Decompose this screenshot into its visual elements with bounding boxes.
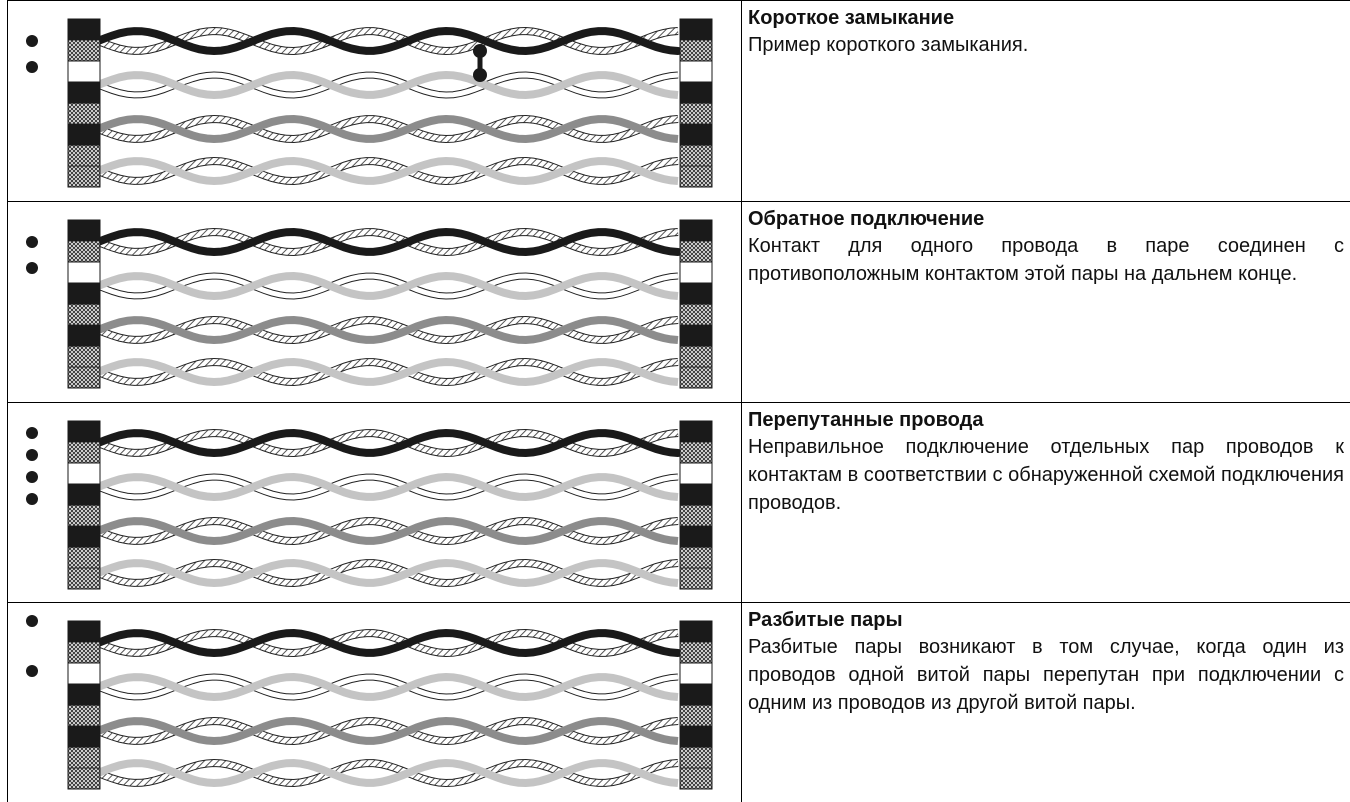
fault-description: Пример короткого замыкания.	[748, 34, 1029, 56]
text-cell: Перепутанные провода Неправильное подклю…	[741, 402, 1350, 603]
diagram-cell	[7, 0, 742, 202]
fault-row-reversed: Обратное подключение Контакт для одного …	[7, 201, 1350, 403]
fault-description: Контакт для одного провода в паре соедин…	[748, 235, 1344, 285]
text-cell: Разбитые пары Разбитые пары возникают в …	[741, 602, 1350, 802]
text-cell: Короткое замыкание Пример короткого замы…	[741, 0, 1350, 202]
indicator-dot	[26, 493, 38, 505]
fault-description: Разбитые пары возникают в том случае, ко…	[748, 636, 1344, 714]
indicator-dot	[26, 471, 38, 483]
wiring-faults-table: Короткое замыкание Пример короткого замы…	[7, 0, 1350, 802]
text-cell: Обратное подключение Контакт для одного …	[741, 201, 1350, 403]
reversed-pair-diagram	[26, 219, 713, 389]
fault-title: Обратное подключение	[748, 208, 985, 230]
fault-row-split: Разбитые пары Разбитые пары возникают в …	[7, 602, 1350, 802]
fault-row-crossed: Перепутанные провода Неправильное подклю…	[7, 402, 1350, 603]
fault-title: Короткое замыкание	[748, 7, 955, 29]
indicator-dot	[26, 615, 38, 627]
diagram-cell	[7, 602, 742, 802]
diagram-cell	[7, 402, 742, 603]
fault-row-short: Короткое замыкание Пример короткого замы…	[7, 0, 1350, 202]
indicator-dot	[26, 665, 38, 677]
indicator-dot	[26, 427, 38, 439]
indicator-dot	[26, 262, 38, 274]
crossed-wires-diagram	[26, 420, 713, 590]
indicator-dot	[26, 449, 38, 461]
indicator-dot	[26, 236, 38, 248]
split-pairs-diagram	[26, 615, 713, 790]
indicator-dot	[26, 61, 38, 73]
indicator-dot	[26, 35, 38, 47]
diagram-cell	[7, 201, 742, 403]
fault-description: Неправильное подключение отдельных пар п…	[748, 436, 1344, 514]
short-circuit-diagram	[26, 18, 713, 188]
fault-title: Разбитые пары	[748, 609, 903, 631]
fault-title: Перепутанные провода	[748, 409, 984, 431]
